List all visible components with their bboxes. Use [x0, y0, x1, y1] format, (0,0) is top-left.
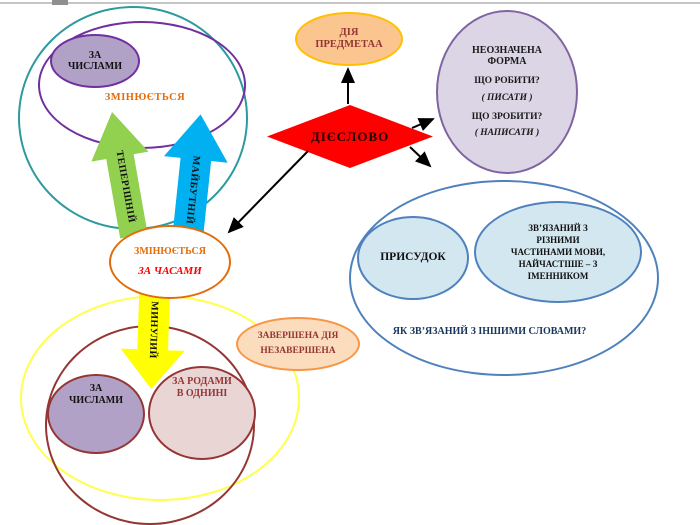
changes-by-numbers-ellipse-top: ЗА ЧИСЛАМИ	[50, 34, 140, 88]
infinitive-title1: НЕОЗНАЧЕНА	[472, 44, 542, 56]
tenses-line2: ЗА ЧАСАМИ	[138, 264, 202, 277]
infinitive-question1: ЩО РОБИТИ?	[474, 75, 540, 86]
arrow-to-tenses	[227, 150, 309, 234]
connected-parts-ellipse: ЗВ’ЯЗАНИЙ З РІЗНИМИ ЧАСТИНАМИ МОВИ, НАЙЧ…	[474, 201, 642, 303]
tenses-line1: ЗМІНЮЄТЬСЯ	[134, 246, 206, 258]
arrow-to-predicate-group	[409, 146, 432, 168]
indefinite-form-ellipse: НЕОЗНАЧЕНА ФОРМА ЩО РОБИТИ? ( ПИСАТИ ) Щ…	[436, 10, 578, 174]
numbers-bottom-line2: ЧИСЛАМИ	[69, 394, 123, 406]
action-line2: ПРЕДМЕТАА	[315, 39, 383, 50]
connected-line1: ЗВ’ЯЗАНИЙ З	[528, 222, 588, 233]
numbers-top-line1: ЗА	[88, 49, 102, 61]
connected-line2: РІЗНИМИ	[536, 234, 580, 245]
changes-label: ЗМІНЮЄТЬСЯ	[104, 92, 186, 103]
completed-action-ellipse: ЗАВЕРШЕНА ДІЯ НЕЗАВЕРШЕНА	[236, 317, 360, 371]
connected-line3: ЧАСТИНАМИ МОВИ,	[510, 246, 606, 257]
predicate-ellipse: ПРИСУДОК	[357, 216, 469, 300]
arrow-to-infinitive	[411, 118, 435, 131]
infinitive-title2: ФОРМА	[487, 56, 527, 68]
future-tense-label: МАЙБУТНІЙ	[183, 154, 202, 225]
past-tense-label: МИНУЛИЙ	[146, 301, 160, 360]
predicate-label: ПРИСУДОК	[380, 251, 446, 264]
present-tense-label: ТЕПЕРІШНІЙ	[113, 149, 137, 224]
page-top-border	[0, 2, 700, 4]
changes-by-tenses-ellipse: ЗМІНЮЄТЬСЯ ЗА ЧАСАМИ	[109, 225, 231, 299]
infinitive-question2: ЩО ЗРОБИТИ?	[471, 111, 543, 122]
by-genders-ellipse: ЗА РОДАМИ В ОДНИНІ	[148, 366, 256, 460]
action-of-object-ellipse: ДІЯ ПРЕДМЕТАА	[295, 12, 403, 66]
page-top-notch	[52, 0, 68, 5]
numbers-top-line2: ЧИСЛАМИ	[68, 61, 122, 72]
completed-line2: НЕЗАВЕРШЕНА	[260, 346, 336, 356]
verb-label: ДІЄСЛОВО	[310, 128, 390, 144]
how-connected-label: ЯК ЗВ’ЯЗАНИЙ З ІНШИМИ СЛОВАМИ?	[392, 326, 587, 337]
genders-line1: ЗА РОДАМИ	[172, 376, 232, 387]
connected-line5: ІМЕННИКОМ	[527, 271, 589, 282]
genders-line2: В ОДНИНІ	[176, 387, 228, 399]
completed-line1: ЗАВЕРШЕНА ДІЯ	[257, 331, 339, 342]
numbers-bottom-line1: ЗА	[89, 383, 103, 394]
by-numbers-ellipse-bottom: ЗА ЧИСЛАМИ	[47, 374, 145, 454]
infinitive-example2: ( НАПИСАТИ )	[474, 128, 540, 139]
action-line1: ДІЯ	[339, 26, 359, 38]
infinitive-example1: ( ПИСАТИ )	[481, 92, 533, 103]
verb-diamond: ДІЄСЛОВО	[267, 105, 433, 168]
connected-line4: НАЙЧАСТІШЕ – З	[518, 259, 598, 270]
